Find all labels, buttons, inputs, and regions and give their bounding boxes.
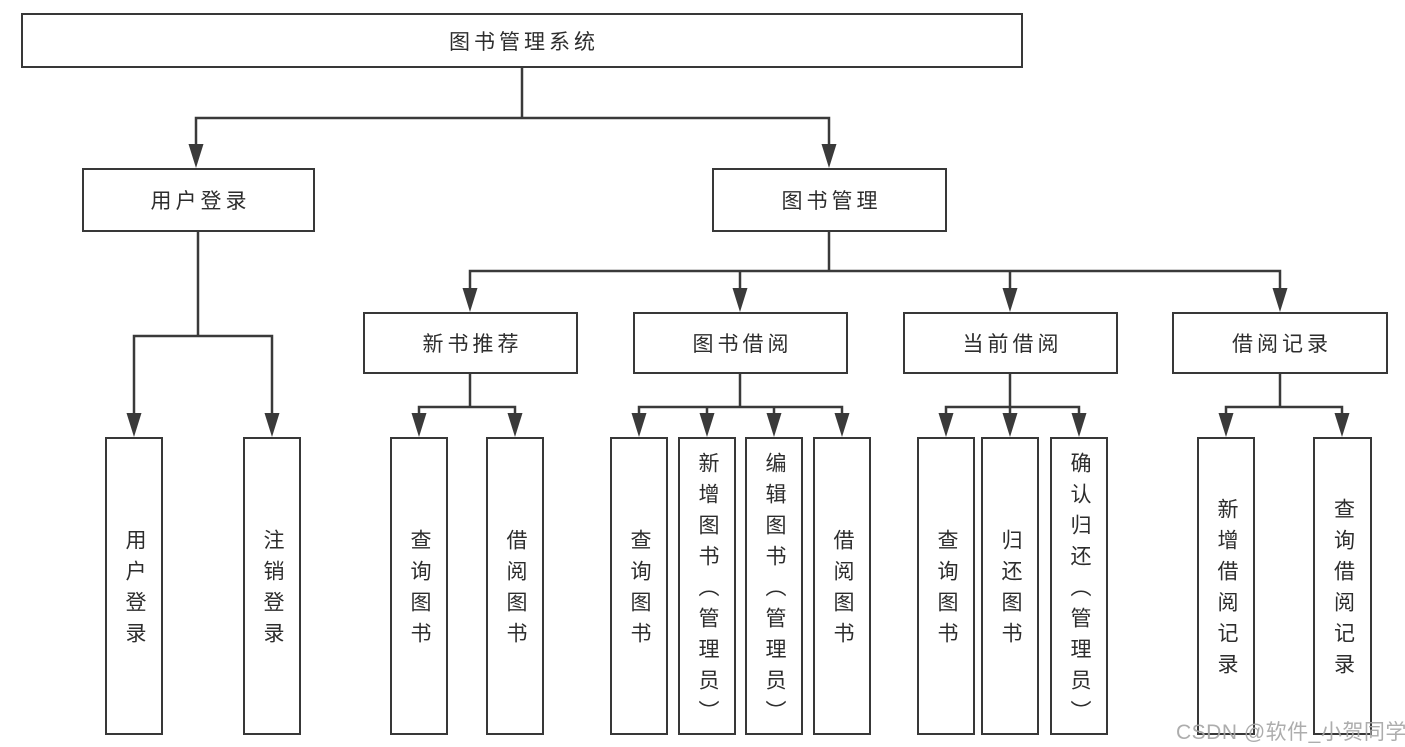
- arrow-down-icon: [411, 413, 427, 437]
- leaf-query-books-recommend: 查询图书: [390, 437, 448, 735]
- leaf-label: 新增借阅记录: [1215, 498, 1238, 684]
- arrow-down-icon: [1218, 413, 1234, 437]
- arrow-down-icon: [462, 288, 478, 312]
- node-current-borrowing: 当前借阅: [903, 312, 1118, 374]
- leaf-label: 编辑图书（管理员）: [763, 451, 786, 731]
- connector-current-borrowing-to-leaves: [944, 372, 1081, 420]
- leaf-query-books-current: 查询图书: [917, 437, 975, 735]
- leaf-label: 借阅图书: [504, 529, 527, 653]
- node-book-borrowing: 图书借阅: [633, 312, 848, 374]
- node-new-book-recommend: 新书推荐: [363, 312, 578, 374]
- leaf-edit-books-admin: 编辑图书（管理员）: [745, 437, 803, 735]
- arrow-down-icon: [1002, 288, 1018, 312]
- leaf-label: 新增图书（管理员）: [696, 451, 719, 731]
- leaf-borrow-books-recommend: 借阅图书: [486, 437, 544, 735]
- leaf-return-books: 归还图书: [981, 437, 1039, 735]
- arrow-down-icon: [1071, 413, 1087, 437]
- arrow-down-icon: [699, 413, 715, 437]
- leaf-label: 查询借阅记录: [1331, 498, 1355, 684]
- node-borrow-records: 借阅记录: [1172, 312, 1388, 374]
- node-label: 新书推荐: [422, 333, 523, 356]
- connector-book-management-to-level3: [468, 230, 1282, 294]
- leaf-query-borrow-record: 查询借阅记录: [1313, 437, 1372, 735]
- arrow-down-icon: [188, 144, 204, 168]
- connector-new-book-recommend-to-leaves: [417, 372, 517, 420]
- leaf-label: 确认归还（管理员）: [1068, 451, 1091, 731]
- arrow-down-icon: [821, 144, 837, 168]
- node-label: 用户登录: [150, 190, 251, 213]
- arrow-down-icon: [766, 413, 782, 437]
- node-label: 图书管理: [781, 190, 882, 213]
- leaf-label: 注销登录: [261, 529, 284, 653]
- watermark-text: CSDN @软件_小贺同学: [1176, 721, 1405, 744]
- node-root: 图书管理系统: [21, 13, 1023, 68]
- node-label: 当前借阅: [962, 333, 1063, 356]
- node-book-management: 图书管理: [712, 168, 947, 232]
- leaf-label: 查询图书: [628, 529, 651, 653]
- leaf-label: 借阅图书: [831, 529, 854, 653]
- leaf-add-books-admin: 新增图书（管理员）: [678, 437, 736, 735]
- arrow-down-icon: [264, 413, 280, 437]
- node-user-login: 用户登录: [82, 168, 315, 232]
- leaf-label: 查询图书: [408, 529, 431, 653]
- arrow-down-icon: [834, 413, 850, 437]
- leaf-query-books-borrowing: 查询图书: [610, 437, 668, 735]
- connector-book-borrowing-to-leaves: [637, 372, 844, 420]
- connector-root-to-level2: [194, 66, 831, 148]
- leaf-logout: 注销登录: [243, 437, 301, 735]
- arrow-down-icon: [1334, 413, 1350, 437]
- node-label: 图书管理系统: [449, 30, 599, 54]
- leaf-add-borrow-record: 新增借阅记录: [1197, 437, 1255, 735]
- arrowheads: [126, 144, 1350, 437]
- arrow-down-icon: [732, 288, 748, 312]
- arrow-down-icon: [631, 413, 647, 437]
- leaf-confirm-return-admin: 确认归还（管理员）: [1050, 437, 1108, 735]
- connector-borrow-records-to-leaves: [1224, 372, 1344, 420]
- connector-user-login-to-leaves: [132, 230, 274, 418]
- arrow-down-icon: [938, 413, 954, 437]
- leaf-borrow-books-borrowing: 借阅图书: [813, 437, 871, 735]
- leaf-label: 用户登录: [123, 529, 146, 653]
- arrow-down-icon: [126, 413, 142, 437]
- node-label: 图书借阅: [692, 333, 793, 356]
- leaf-user-login: 用户登录: [105, 437, 163, 735]
- arrow-down-icon: [1272, 288, 1288, 312]
- arrow-down-icon: [1002, 413, 1018, 437]
- arrow-down-icon: [507, 413, 523, 437]
- leaf-label: 归还图书: [999, 529, 1022, 653]
- node-label: 借阅记录: [1232, 333, 1332, 356]
- leaf-label: 查询图书: [935, 529, 958, 653]
